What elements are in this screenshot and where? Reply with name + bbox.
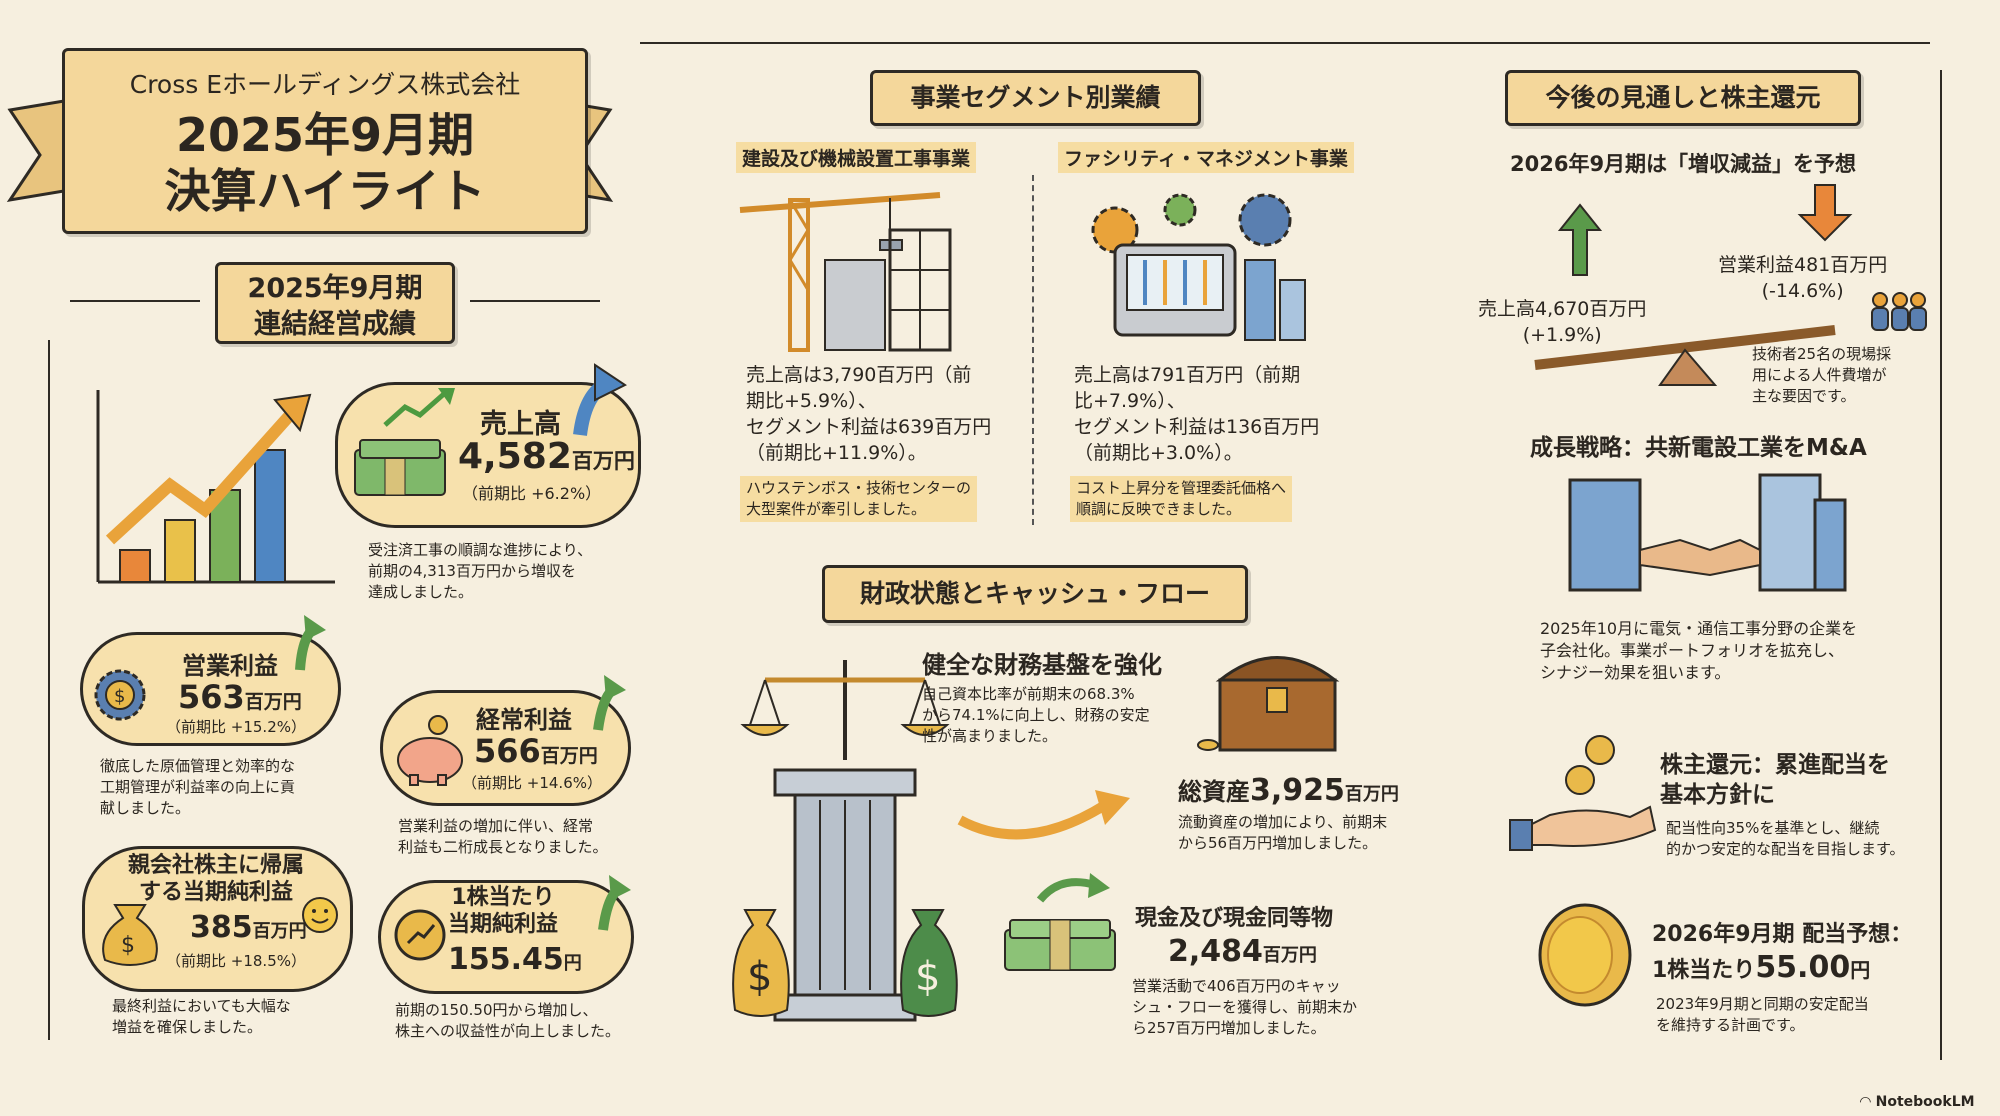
forecast-reason: 技術者25名の現場採 用による人件費増が 主な要因です。 — [1752, 345, 1892, 405]
ordinary-profit-note: 営業利益の増加に伴い、経常 利益も二桁成長となりました。 — [398, 817, 608, 856]
strength-text: 自己資本比率が前期末の68.3% から74.1%に向上し、財務の安定 性が高まり… — [922, 685, 1150, 745]
total-assets: 総資産3,925百万円 — [1178, 773, 1399, 808]
footer-brand: ◠ NotebookLM — [1860, 1094, 1975, 1110]
arrow-right-icon — [957, 790, 1130, 840]
cash-value: 2,484百万円 — [1168, 934, 1317, 969]
arrow-up-green-icon — [295, 615, 326, 671]
hand-coins-icon — [1509, 735, 1657, 851]
scale-pillar-icon: $ $ — [732, 660, 958, 1022]
sales-note: 受注済工事の順調な進捗により、 前期の4,313百万円から増収を 達成しました。 — [368, 541, 593, 601]
return-text: 配当性向35%を基準とし、継続 的かつ安定的な配当を目指します。 — [1666, 819, 1905, 858]
cash-text: 営業活動で406百万円のキャッ シュ・フローを獲得し、前期末か ら257百万円増… — [1132, 977, 1358, 1037]
svg-text:$: $ — [915, 954, 940, 1000]
sales-yoy: （前期比 +6.2%） — [462, 484, 602, 503]
construction-title: 建設及び機械設置工事事業 — [736, 142, 977, 173]
dividend-title: 2026年9月期 配当予想： — [1652, 922, 1913, 947]
ordinary-profit-yoy: （前期比 +14.6%） — [462, 774, 602, 792]
forecast-op: 営業利益481百万円 (-14.6%) — [1718, 254, 1888, 302]
svg-text:$: $ — [747, 954, 772, 1000]
facility-results: 売上高は791百万円（前期 比+7.9%）、 セグメント利益は136百万円 （前… — [1074, 364, 1320, 464]
gear-coin-icon: $ — [94, 669, 146, 721]
net-income-note: 最終利益においても大幅な 増益を確保しました。 — [112, 997, 291, 1036]
segments-heading: 事業セグメント別業績 — [870, 70, 1201, 126]
page-title-line2: 決算ハイライト — [164, 164, 486, 218]
dividend-value: 1株当たり55.00円 — [1652, 950, 1871, 985]
total-assets-text: 流動資産の増加により、前期末 から56百万円増加しました。 — [1178, 813, 1388, 852]
net-income-label: 親会社株主に帰属 する当期純利益 — [128, 853, 305, 905]
arrow-up-blue-icon — [573, 363, 627, 436]
forecast-title: 2026年9月期は「増収減益」を予想 — [1510, 152, 1857, 176]
frame-left — [48, 340, 50, 1040]
notebooklm-logo-icon: ◠ — [1860, 1094, 1876, 1110]
company-name: Cross Eホールディングス株式会社 — [129, 70, 521, 99]
growth-chart-icon — [96, 390, 335, 584]
svg-text:$: $ — [121, 933, 135, 958]
operating-profit-yoy: （前期比 +15.2%） — [166, 718, 306, 736]
large-coin-icon — [1538, 903, 1632, 1007]
facility-control-icon — [1091, 193, 1306, 341]
segment-divider — [1032, 175, 1034, 525]
eps-label: 1株当たり 当期純利益 — [448, 885, 559, 937]
svg-text:$: $ — [114, 686, 125, 707]
frame-right — [1940, 70, 1942, 1060]
arrow-up-green-icon-2 — [593, 675, 626, 731]
sales-value: 4,582百万円 — [458, 436, 635, 477]
cash-bundle-icon — [1004, 873, 1116, 971]
page-title-line1: 2025年9月期 — [175, 108, 475, 162]
consolidated-heading: 2025年9月期 連結経営成績 — [215, 262, 455, 344]
facility-title: ファシリティ・マネジメント事業 — [1058, 142, 1354, 173]
return-title: 株主還元：累進配当を 基本方針に — [1660, 752, 1890, 808]
cash-label: 現金及び現金同等物 — [1135, 906, 1334, 931]
operating-profit-note: 徹底した原価管理と効率的な 工期管理が利益率の向上に貢 献しました。 — [100, 757, 296, 817]
growth-title: 成長戦略：共新電設工業をM&A — [1530, 435, 1867, 461]
cash-stack-icon — [354, 439, 446, 496]
header-banner: Cross Eホールディングス株式会社 2025年9月期 決算ハイライト — [62, 48, 588, 234]
forecast-arrows-icon — [1534, 184, 1853, 386]
forecast-sales: 売上高4,670百万円 (+1.9%) — [1478, 298, 1647, 346]
construction-results: 売上高は3,790百万円（前 期比+5.9%）、 セグメント利益は639百万円 … — [746, 364, 992, 464]
treasure-chest-icon — [1197, 656, 1340, 752]
ordinary-profit-value: 566百万円 — [474, 732, 598, 770]
operating-profit-label: 営業利益 — [182, 652, 278, 680]
facility-note: コスト上昇分を管理委託価格へ 順調に反映できました。 — [1070, 476, 1293, 522]
net-income-value: 385百万円 — [190, 910, 307, 945]
growth-text: 2025年10月に電気・通信工事分野の企業を 子会社化。事業ポートフォリオを拡充… — [1540, 619, 1858, 682]
outlook-heading: 今後の見通しと株主還元 — [1505, 70, 1861, 126]
eps-value: 155.45円 — [448, 942, 582, 977]
finance-heading: 財政状態とキャッシュ・フロー — [822, 565, 1248, 623]
frame-top — [640, 42, 1930, 44]
crane-building-icon — [739, 192, 952, 352]
construction-note: ハウステンボス・技術センターの 大型案件が牽引しました。 — [740, 476, 978, 522]
divider-left — [70, 300, 200, 302]
ordinary-profit-label: 経常利益 — [476, 706, 572, 734]
strength-title: 健全な財務基盤を強化 — [922, 651, 1162, 679]
money-bag-icon: $ — [102, 904, 158, 966]
people-group-icon — [1871, 292, 1927, 331]
piggy-bank-icon — [397, 715, 463, 786]
net-income-yoy: （前期比 +18.5%） — [166, 952, 306, 970]
trend-up-icon — [383, 388, 455, 427]
dividend-text: 2023年9月期と同期の安定配当 を維持する計画です。 — [1656, 995, 1869, 1034]
smiley-icon — [302, 897, 338, 933]
eps-note: 前期の150.50円から増加し、 株主への収益性が向上しました。 — [395, 1001, 621, 1040]
sales-label: 売上高 — [480, 409, 561, 440]
gold-coin-icon — [394, 909, 446, 961]
merger-buildings-icon — [1568, 473, 1847, 592]
arrow-up-green-icon-3 — [598, 875, 631, 931]
divider-right — [470, 300, 600, 302]
operating-profit-value: 563百万円 — [178, 678, 302, 716]
